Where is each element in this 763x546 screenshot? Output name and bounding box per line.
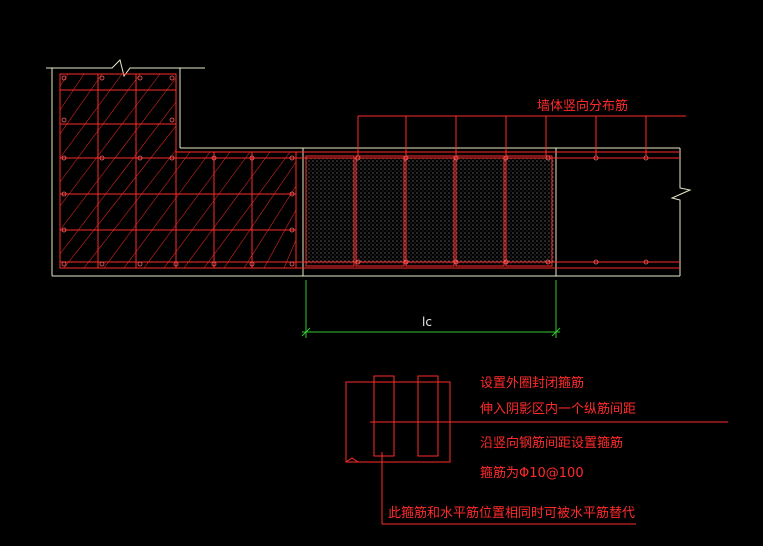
boundary-stirrups [59,73,297,269]
boundary-element-hatch [59,73,297,269]
note-line-1: 设置外圈封闭箍筋 [480,375,584,391]
longitudinal-bars [61,75,649,267]
lc-zone-stirrups [305,155,553,267]
vertical-bars-leader [357,115,686,156]
stirrup-detail [345,375,728,463]
vertical-bars-label: 墙体竖向分布筋 [537,98,628,114]
dimension-lc [301,280,561,338]
shaded-zone [306,158,554,264]
note-line-4: 箍筋为Φ10@100 [480,465,584,481]
dimension-lc-label: lc [422,315,432,329]
wall-outline [46,59,692,277]
note-line-5: 此箍筋和水平筋位置相同时可被水平筋替代 [388,505,635,521]
note-line-2: 伸入阴影区内一个纵筋间距 [480,401,636,417]
note-line-3: 沿竖向钢筋间距设置箍筋 [480,435,623,451]
note-5-leader [381,452,636,525]
